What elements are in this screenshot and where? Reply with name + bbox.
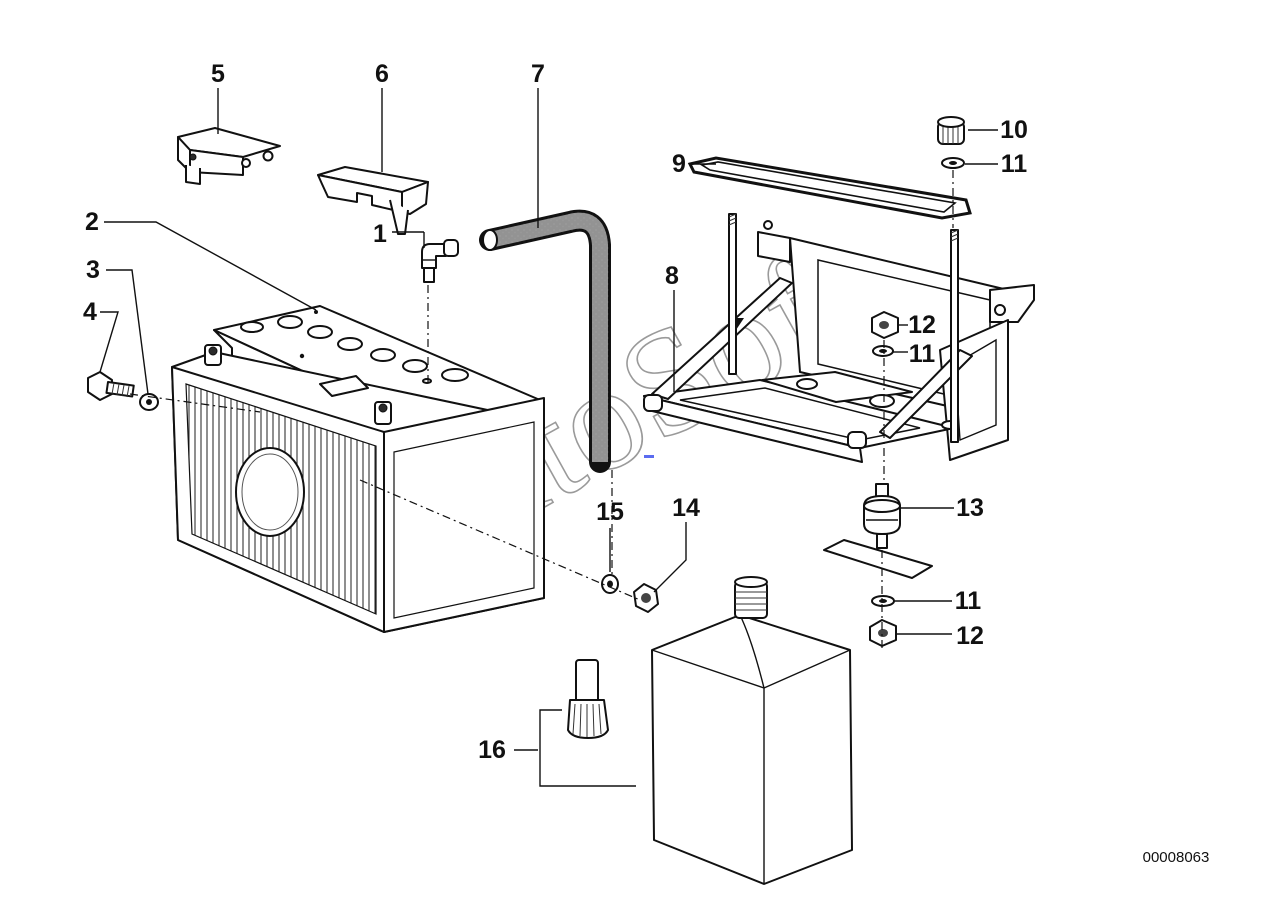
assembly-center-lines <box>129 170 954 650</box>
part-11-washer-lower <box>871 595 895 607</box>
callout-11-lower: 11 <box>955 587 982 615</box>
callout-8: 8 <box>665 262 679 290</box>
part-16-bottle-spout-cap <box>567 659 609 739</box>
callout-16: 16 <box>478 736 506 764</box>
callout-11-middle: 11 <box>909 340 936 368</box>
part-13-rubber-mount <box>823 483 933 579</box>
callout-10: 10 <box>1000 116 1028 144</box>
part-8-battery-tray <box>643 213 1035 463</box>
callout-6: 6 <box>375 60 389 88</box>
callout-3: 3 <box>86 256 100 284</box>
callout-7: 7 <box>531 60 545 88</box>
part-12-nut-lower <box>869 619 897 647</box>
callout-1: 1 <box>373 220 387 248</box>
callout-labels: 5 6 7 2 1 3 4 8 9 10 11 12 11 13 15 14 1… <box>83 60 1028 764</box>
callout-14: 14 <box>672 494 700 522</box>
leader-lines <box>99 88 998 787</box>
part-5-terminal-cover <box>177 127 281 185</box>
part-11-washer-top <box>941 157 965 169</box>
part-4-bolt <box>87 371 135 401</box>
part-3-washer <box>139 393 159 411</box>
marker-dot <box>644 455 654 458</box>
callout-2: 2 <box>85 208 99 236</box>
callout-15: 15 <box>596 498 624 526</box>
document-number: 00008063 <box>1143 849 1210 866</box>
part-7-vent-hose <box>479 209 611 473</box>
part-16-water-bottle <box>651 576 853 885</box>
callout-9: 9 <box>672 150 686 178</box>
part-10-wing-nut <box>937 116 965 145</box>
part-12-nut-upper <box>871 311 899 339</box>
part-11-washer-middle <box>872 345 894 357</box>
part-9-hold-down-strap <box>687 156 972 220</box>
part-1-vent-elbow <box>421 239 459 283</box>
part-14-nut <box>633 583 659 613</box>
part-6-terminal-cap <box>317 166 429 235</box>
callout-5: 5 <box>211 60 225 88</box>
callout-12-lower: 12 <box>956 622 984 650</box>
callout-13: 13 <box>956 494 984 522</box>
callout-12-upper: 12 <box>908 311 936 339</box>
callout-4: 4 <box>83 298 97 326</box>
part-2-battery <box>171 305 545 633</box>
callout-11-top: 11 <box>1001 150 1028 178</box>
part-15-washer <box>601 574 619 594</box>
